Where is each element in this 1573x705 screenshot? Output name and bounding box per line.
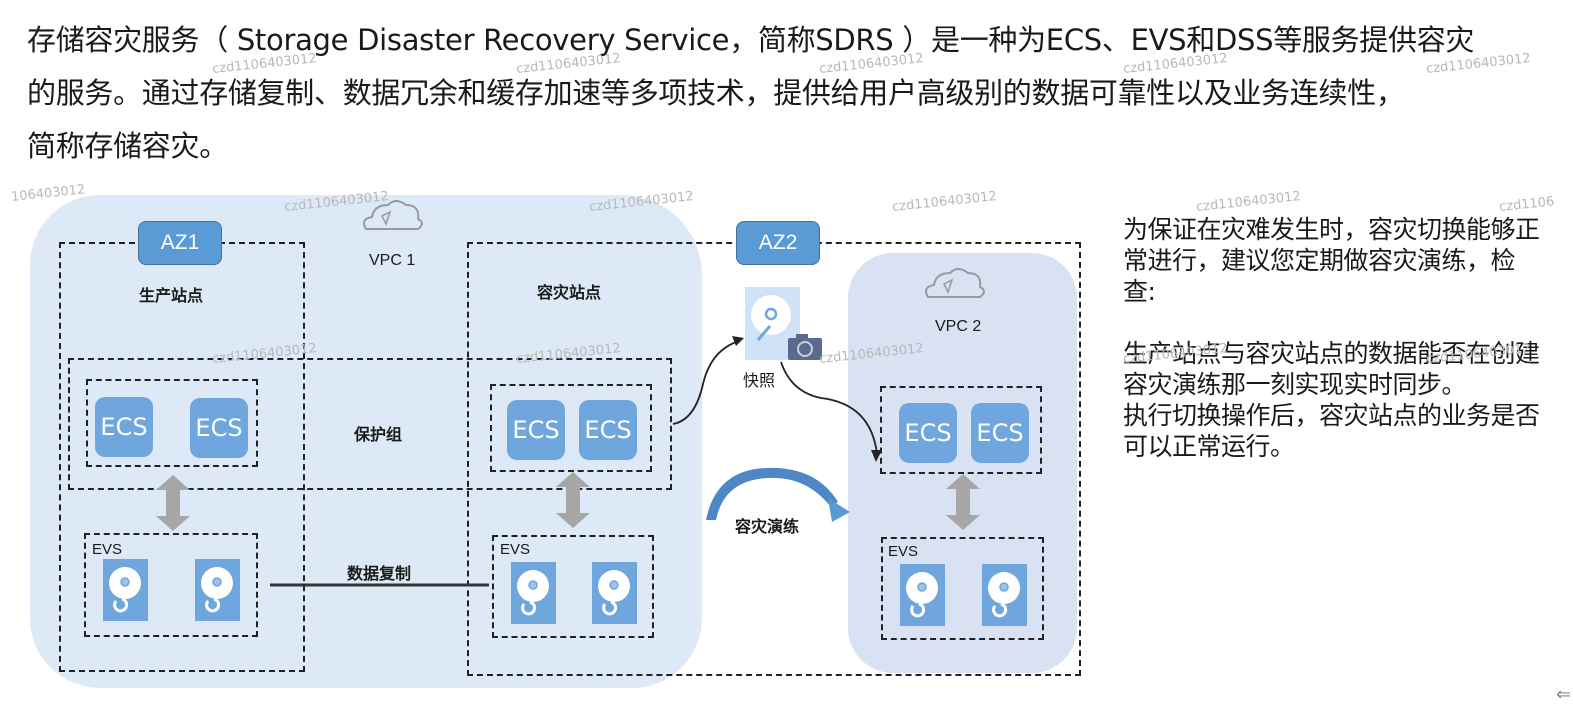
disk-icon bbox=[900, 564, 945, 626]
data-replication-label: 数据复制 bbox=[347, 564, 412, 583]
evs-group-dr bbox=[492, 535, 654, 638]
evs-group-vpc2 bbox=[881, 537, 1044, 640]
evs-label: EVS bbox=[92, 541, 123, 558]
ecs-tile: ECS bbox=[190, 398, 248, 458]
side-note-intro: 为保证在灾难发生时，容灾切换能够正常进行，建议您定期做容灾演练，检查: bbox=[1123, 215, 1540, 306]
curve-arrow bbox=[672, 340, 740, 425]
intro-line-1: 存储容灾服务（ Storage Disaster Recovery Servic… bbox=[27, 23, 1475, 57]
side-note-item-1: 生产站点与容灾站点的数据能否在创建容灾演练那一刻实现实时同步。 bbox=[1123, 339, 1540, 399]
bidirectional-arrow-icon bbox=[156, 475, 190, 531]
vpc2-label: VPC 2 bbox=[935, 318, 982, 335]
protection-group-box bbox=[68, 358, 672, 490]
ecs-tile: ECS bbox=[899, 403, 957, 463]
protection-group-label: 保护组 bbox=[354, 425, 403, 444]
az2-badge: AZ2 bbox=[736, 221, 820, 265]
evs-label: EVS bbox=[888, 543, 919, 560]
intro-line-2: 的服务。通过存储复制、数据冗余和缓存加速等多项技术，提供给用户高级别的数据可靠性… bbox=[27, 76, 1405, 110]
snapshot-label: 快照 bbox=[743, 371, 776, 390]
intro-paragraph: 存储容灾服务（ Storage Disaster Recovery Servic… bbox=[27, 14, 1567, 173]
ecs-tile: ECS bbox=[95, 397, 153, 457]
vpc1-label: VPC 1 bbox=[369, 252, 416, 269]
ecs-tile: ECS bbox=[507, 400, 565, 460]
evs-group-production bbox=[84, 533, 258, 637]
production-site-label: 生产站点 bbox=[139, 286, 204, 305]
side-note: 为保证在灾难发生时，容灾切换能够正常进行，建议您定期做容灾演练，检查: 生产站点… bbox=[1123, 214, 1543, 462]
side-note-item-2: 执行切换操作后，容灾站点的业务是否可以正常运行。 bbox=[1123, 401, 1540, 461]
dr-site-label: 容灾站点 bbox=[537, 283, 602, 302]
ecs-group-production bbox=[86, 379, 258, 467]
disk-icon bbox=[103, 559, 148, 621]
disk-icon bbox=[511, 562, 556, 624]
disk-icon bbox=[982, 564, 1027, 626]
dr-drill-arrow-icon bbox=[706, 467, 850, 522]
az1-badge: AZ1 bbox=[138, 221, 222, 265]
cloud-icon bbox=[363, 200, 423, 230]
bidirectional-arrow-icon bbox=[556, 472, 590, 528]
ecs-group-vpc2 bbox=[880, 386, 1042, 474]
curve-arrow bbox=[780, 361, 878, 455]
ecs-tile: ECS bbox=[971, 403, 1029, 463]
disk-icon bbox=[195, 559, 240, 621]
vpc2-area bbox=[848, 253, 1077, 673]
bidirectional-arrow-icon bbox=[946, 474, 980, 530]
ecs-group-dr bbox=[490, 384, 652, 472]
back-arrow-icon[interactable]: ⇐ bbox=[1556, 684, 1572, 705]
camera-icon bbox=[788, 334, 822, 360]
evs-label: EVS bbox=[500, 541, 531, 558]
intro-line-3: 简称存储容灾。 bbox=[27, 129, 228, 163]
ecs-tile: ECS bbox=[579, 400, 637, 460]
dr-drill-label: 容灾演练 bbox=[735, 517, 800, 536]
cloud-icon bbox=[925, 268, 985, 298]
disk-icon bbox=[592, 562, 637, 624]
